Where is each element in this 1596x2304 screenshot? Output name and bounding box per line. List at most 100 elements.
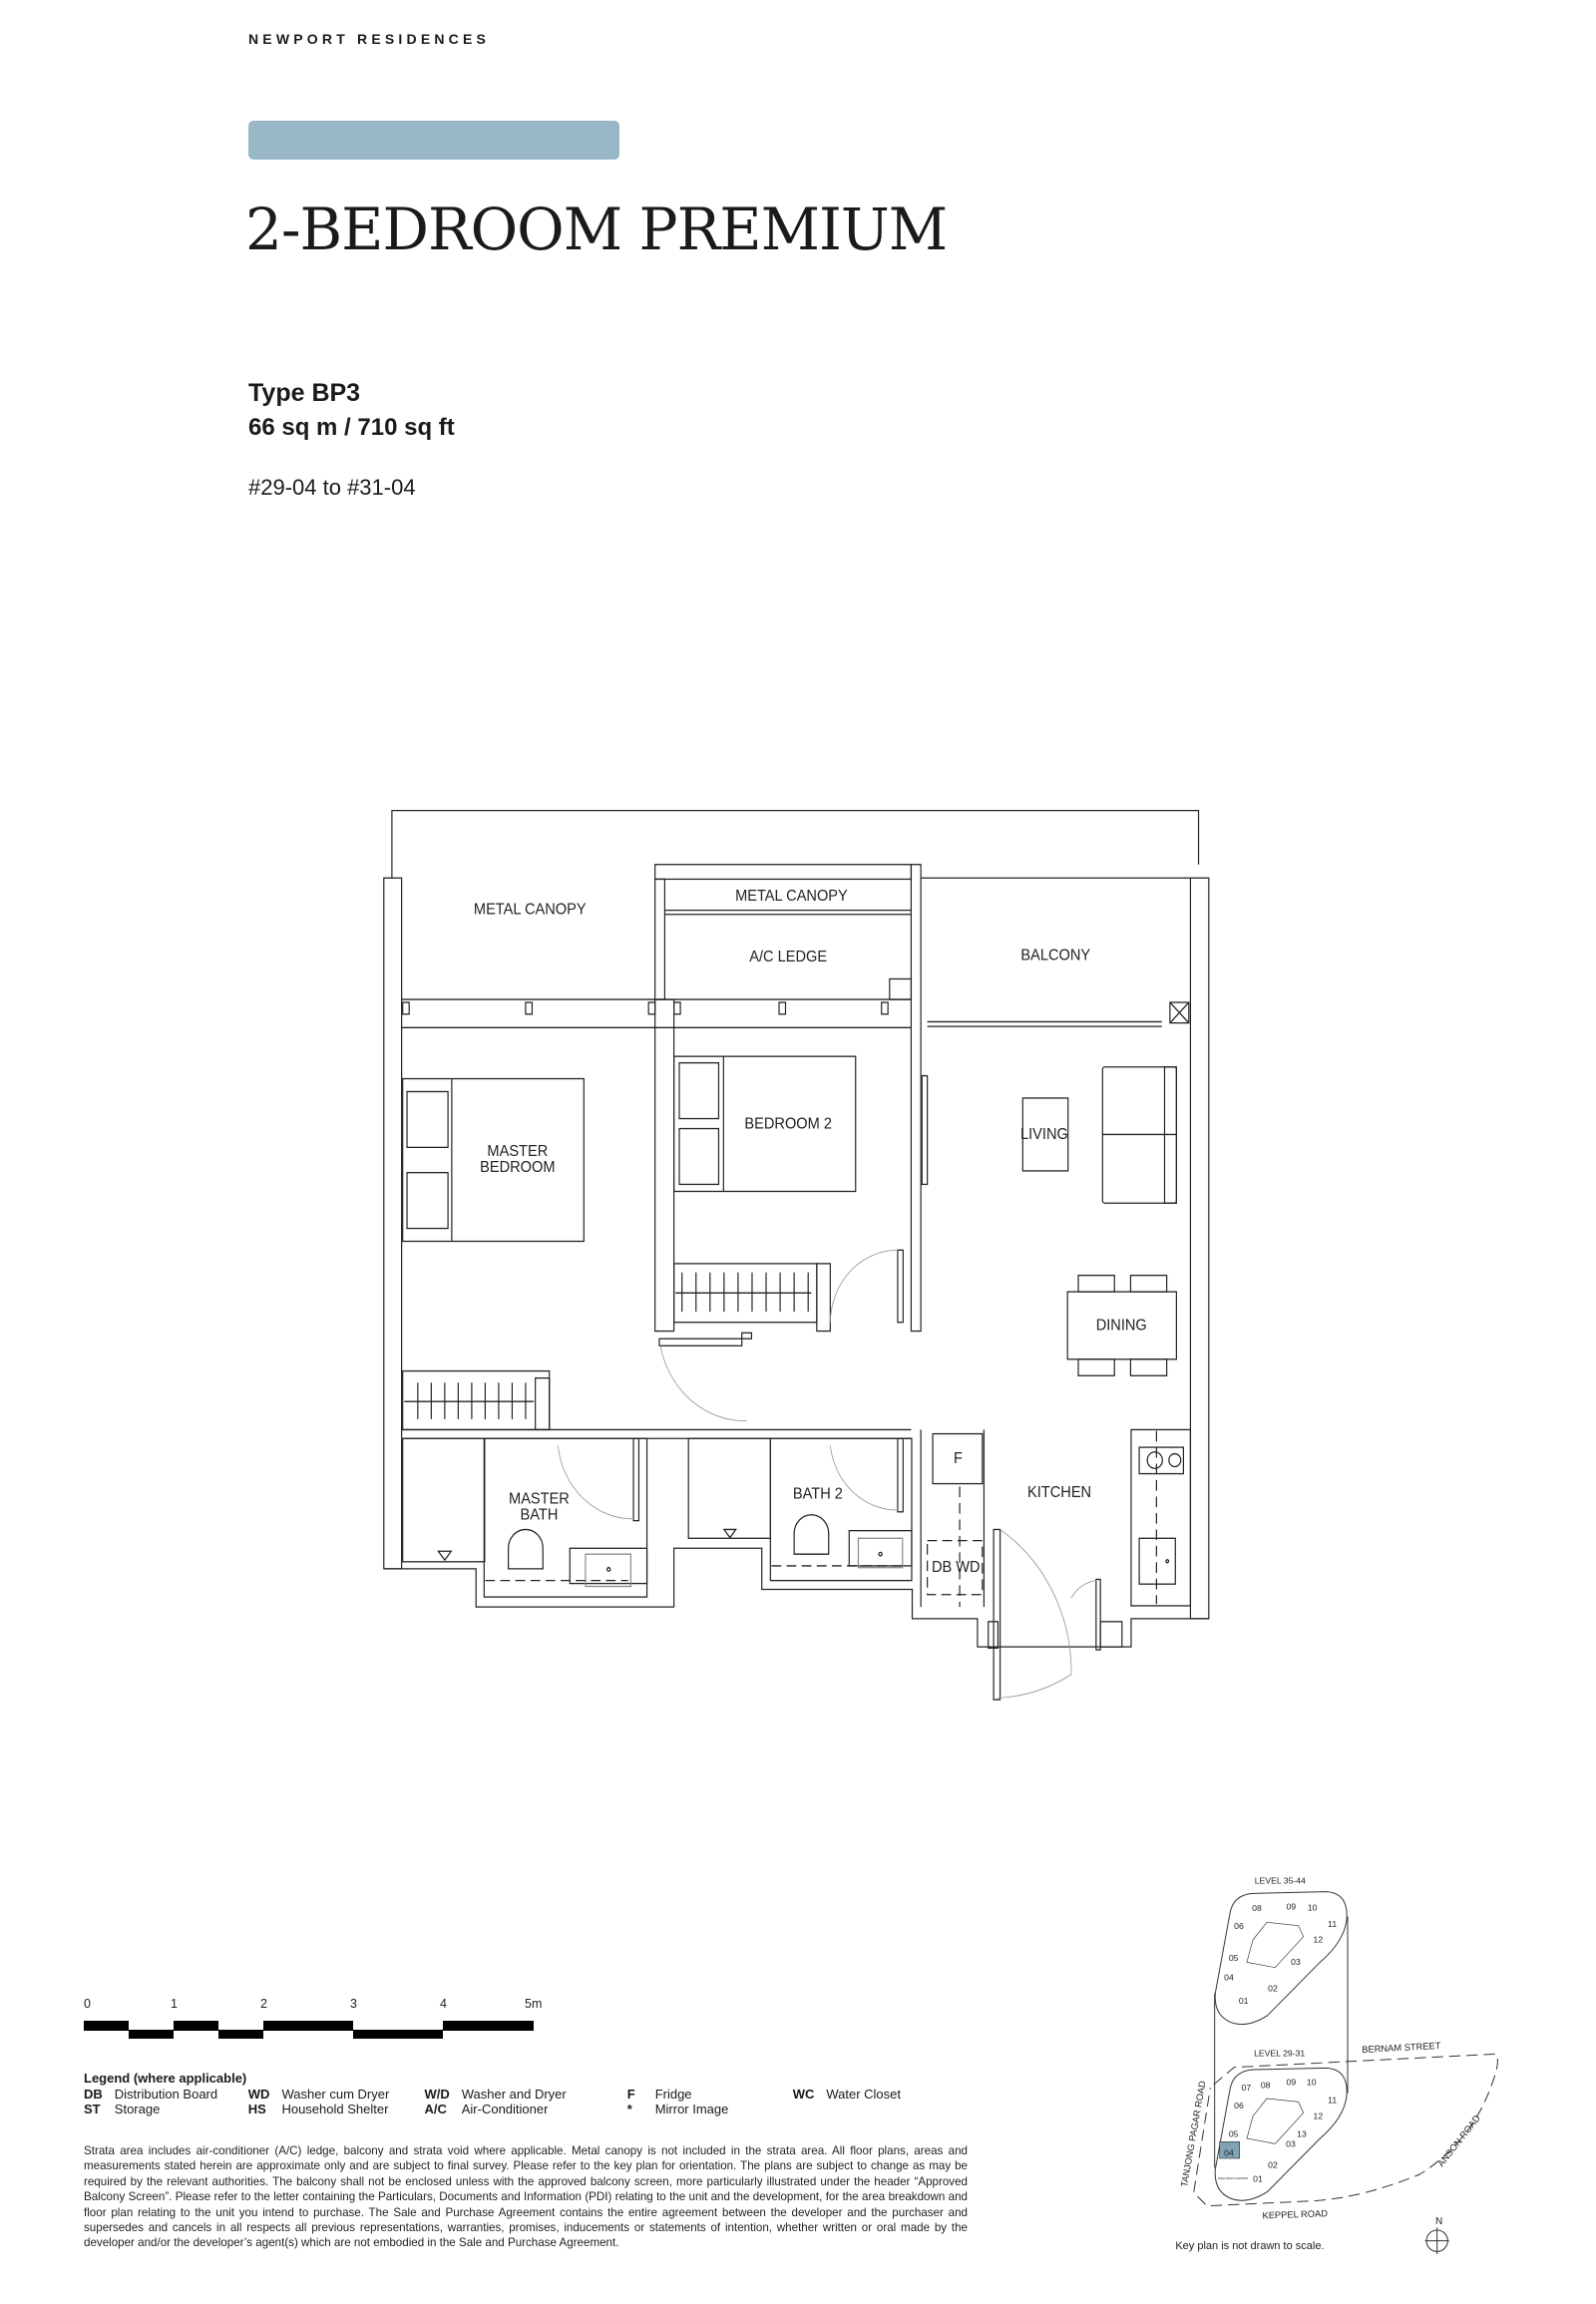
unit-label: 09 xyxy=(1287,1901,1297,1911)
label-ac-ledge: A/C LEDGE xyxy=(749,948,827,965)
unit-label: 12 xyxy=(1314,2112,1324,2121)
scale-label: 4 xyxy=(440,1997,447,2011)
north-compass-icon xyxy=(1424,2227,1449,2254)
label-fridge: F xyxy=(954,1449,963,1467)
legend-table: DB Distribution Board WD Washer cum Drye… xyxy=(84,2087,909,2116)
scale-segment xyxy=(353,2030,443,2039)
unit-label: 02 xyxy=(1268,2159,1278,2169)
outer-walls xyxy=(383,809,1210,1648)
unit-numbers: #29-04 to #31-04 xyxy=(248,475,416,500)
legend-key: F xyxy=(626,2087,635,2102)
road-label: BERNAM STREET xyxy=(1362,2041,1441,2055)
legend-desc: Household Shelter xyxy=(281,2102,389,2116)
master-wardrobe xyxy=(402,1369,551,1431)
bedroom2-door xyxy=(658,1249,904,1422)
label-master-bath: MASTER xyxy=(509,1490,570,1508)
label-dining: DINING xyxy=(1096,1317,1147,1335)
scale-label: 0 xyxy=(84,1997,91,2011)
unit-label: 13 xyxy=(1297,2128,1307,2138)
legend-key: DB xyxy=(84,2087,103,2102)
label-kitchen: KITCHEN xyxy=(1027,1484,1091,1502)
scale-label: 5m xyxy=(525,1997,542,2011)
legend-key: HS xyxy=(247,2102,266,2116)
label-master-bedroom: BEDROOM xyxy=(480,1159,555,1177)
upper-tower-outline xyxy=(1214,1891,1348,2026)
living-furniture xyxy=(921,1066,1177,1204)
lower-tower-outline xyxy=(1214,2067,1348,2201)
label-bedroom-2: BEDROOM 2 xyxy=(744,1115,832,1133)
scale-segment xyxy=(218,2030,263,2039)
unit-label: 04 xyxy=(1224,1972,1234,1982)
north-label: N xyxy=(1435,2216,1442,2227)
site-boundary xyxy=(1193,2053,1498,2207)
road-label: KEPPEL ROAD xyxy=(1262,2208,1328,2220)
legend-desc: Storage xyxy=(114,2102,161,2116)
bedroom2-bed xyxy=(673,1055,857,1193)
highlighted-unit xyxy=(1219,2141,1240,2159)
accent-bar xyxy=(248,121,619,160)
label-metal-canopy: METAL CANOPY xyxy=(735,888,848,906)
unit-label: 08 xyxy=(1252,1903,1262,1913)
unit-label: 10 xyxy=(1308,1902,1318,1912)
label-master-bedroom: MASTER xyxy=(487,1143,548,1161)
disclaimer: Strata area includes air-conditioner (A/… xyxy=(84,2144,968,2250)
scale-segment xyxy=(129,2030,174,2039)
unit-area: 66 sq m / 710 sq ft xyxy=(248,414,455,441)
master-bath-fixtures xyxy=(402,1437,648,1598)
legend-desc: Fridge xyxy=(654,2087,692,2102)
unit-label: 06 xyxy=(1234,1921,1244,1931)
main-door xyxy=(988,1528,1123,1701)
unit-label: 01 xyxy=(1239,1996,1249,2006)
legend-key: W/D xyxy=(424,2087,450,2102)
wardrobe-hangers xyxy=(681,1272,809,1313)
unit-label: 01 xyxy=(1253,2173,1263,2183)
unit-label: 07 xyxy=(1242,2083,1252,2093)
legend: Legend (where applicable) DB Distributio… xyxy=(84,2071,982,2116)
label-db-wd: DB WD xyxy=(932,1558,981,1576)
scale-segment xyxy=(443,2021,534,2031)
unit-label-highlighted: 04 xyxy=(1224,2147,1234,2157)
scale-label: 3 xyxy=(350,1997,357,2011)
unit-label: 02 xyxy=(1268,1983,1278,1993)
unit-label: 05 xyxy=(1229,2129,1239,2139)
wardrobe-hangers xyxy=(417,1382,527,1419)
legend-desc: Washer and Dryer xyxy=(461,2087,567,2102)
key-plan: LEVEL 35-44 LEVEL 29-31 08 09 10 06 11 1… xyxy=(1175,1875,1498,2254)
scale-label: 2 xyxy=(260,1997,267,2011)
floor-plan: METAL CANOPY METAL CANOPY A/C LEDGE BALC… xyxy=(383,809,1210,1701)
legend-desc: Water Closet xyxy=(826,2087,902,2102)
unit-label: 08 xyxy=(1261,2080,1271,2090)
road-label: ANSON ROAD xyxy=(1435,2112,1482,2168)
legend-desc: Distribution Board xyxy=(114,2087,218,2102)
level-label: LEVEL 35-44 xyxy=(1255,1875,1306,1885)
unit-label: 03 xyxy=(1291,1957,1301,1967)
page-title: 2-BEDROOM PREMIUM xyxy=(245,195,948,263)
legend-key: * xyxy=(626,2102,632,2116)
level-label: LEVEL 29-31 xyxy=(1254,2049,1305,2059)
legend-key: ST xyxy=(84,2102,101,2116)
label-living: LIVING xyxy=(1020,1126,1068,1144)
scale-segment xyxy=(263,2021,353,2031)
legend-key: A/C xyxy=(424,2102,447,2116)
wellness-garden-label: WELLNESS GARDEN xyxy=(1218,2176,1248,2180)
label-balcony: BALCONY xyxy=(1020,947,1090,964)
label-master-bath: BATH xyxy=(521,1506,559,1524)
legend-key: WD xyxy=(247,2087,270,2102)
unit-label: 11 xyxy=(1328,1919,1337,1929)
unit-type: Type BP3 xyxy=(248,379,361,407)
legend-key: WC xyxy=(792,2087,815,2102)
legend-desc: Washer cum Dryer xyxy=(281,2087,390,2102)
unit-label: 10 xyxy=(1307,2078,1317,2088)
legend-desc: Mirror Image xyxy=(654,2102,729,2116)
scale-segment xyxy=(84,2021,129,2031)
unit-label: 06 xyxy=(1234,2101,1244,2111)
key-plan-note: Key plan is not drawn to scale. xyxy=(1175,2240,1324,2252)
bedroom2-wardrobe xyxy=(673,1263,831,1333)
unit-label: 03 xyxy=(1286,2139,1296,2149)
dining-table xyxy=(1066,1275,1177,1376)
legend-heading: Legend (where applicable) xyxy=(84,2071,247,2086)
unit-label: 09 xyxy=(1287,2078,1297,2088)
brand-name: NEWPORT RESIDENCES xyxy=(248,31,491,47)
bath2-fixtures xyxy=(687,1437,913,1582)
scale-label: 1 xyxy=(171,1997,178,2011)
